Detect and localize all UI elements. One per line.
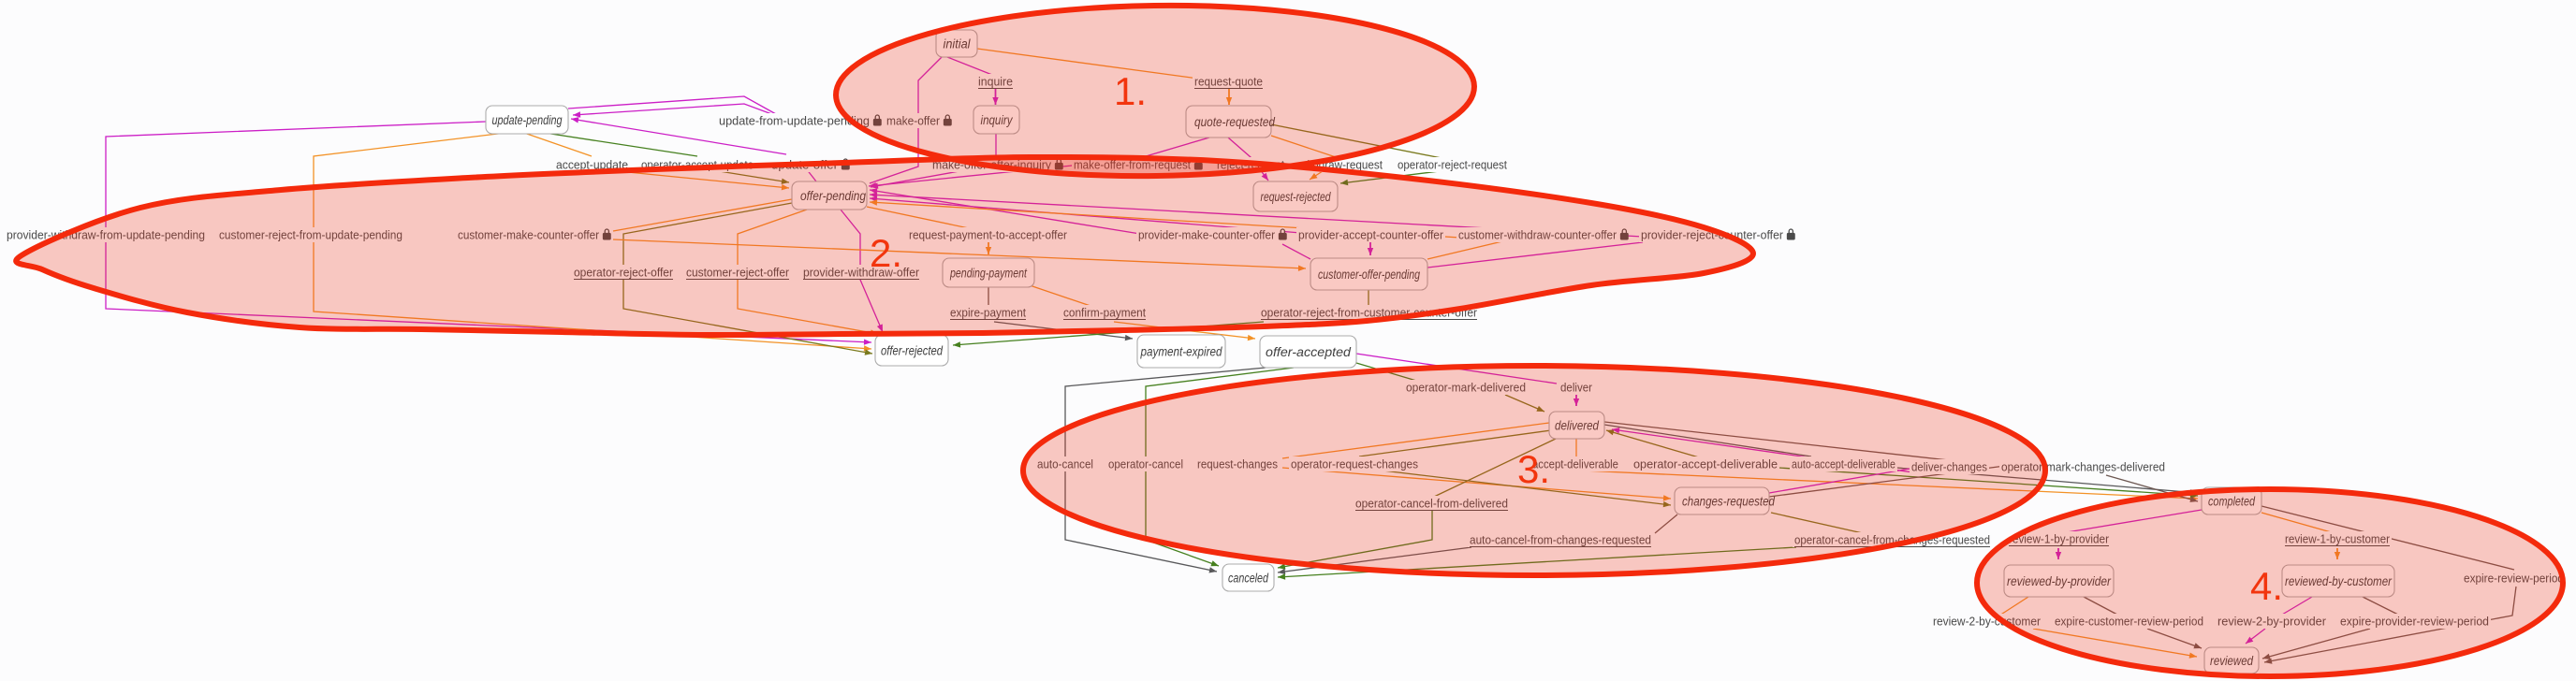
svg-text:inquiry: inquiry [981, 113, 1014, 127]
svg-text:initial: initial [944, 36, 972, 51]
svg-text:provider-make-counter-offer: provider-make-counter-offer [1138, 228, 1276, 242]
svg-text:deliver: deliver [1560, 381, 1593, 395]
svg-text:expire-customer-review-period: expire-customer-review-period [2055, 615, 2203, 629]
svg-text:request-payment-to-accept-offe: request-payment-to-accept-offer [909, 228, 1068, 242]
svg-text:make-offer: make-offer [886, 114, 941, 128]
svg-text:payment-expired: payment-expired [1140, 344, 1222, 358]
svg-text:expire-payment: expire-payment [950, 306, 1026, 320]
svg-text:provider-withdraw-offer: provider-withdraw-offer [803, 266, 920, 280]
svg-text:provider-accept-counter-offer: provider-accept-counter-offer [1298, 228, 1444, 242]
svg-text:operator-cancel: operator-cancel [1108, 457, 1183, 471]
svg-text:auto-accept-deliverable: auto-accept-deliverable [1792, 457, 1895, 471]
svg-text:reviewed-by-provider: reviewed-by-provider [2007, 574, 2111, 588]
svg-text:provider-reject-counter-offer: provider-reject-counter-offer [1641, 228, 1784, 242]
svg-text:request-quote: request-quote [1194, 75, 1263, 89]
svg-text:offer-pending: offer-pending [800, 189, 866, 203]
svg-text:reviewed-by-customer: reviewed-by-customer [2285, 574, 2392, 588]
svg-text:customer-reject-offer: customer-reject-offer [686, 266, 790, 280]
svg-text:request-changes: request-changes [1197, 457, 1278, 471]
svg-text:deliver-changes: deliver-changes [1911, 460, 1987, 474]
svg-text:inquire: inquire [978, 75, 1013, 89]
svg-text:operator-accept-deliverable: operator-accept-deliverable [1633, 457, 1778, 471]
svg-text:delivered: delivered [1555, 418, 1599, 432]
svg-text:customer-reject-from-update-pe: customer-reject-from-update-pending [219, 228, 402, 242]
svg-text:operator-mark-delivered: operator-mark-delivered [1406, 381, 1526, 395]
svg-text:accept-update: accept-update [556, 158, 628, 172]
svg-text:offer-rejected: offer-rejected [881, 343, 943, 357]
svg-text:review-1-by-customer: review-1-by-customer [2285, 532, 2391, 546]
svg-text:request-rejected: request-rejected [1261, 190, 1331, 204]
svg-text:4.: 4. [2250, 564, 2283, 608]
svg-text:canceled: canceled [1228, 571, 1268, 585]
svg-text:completed: completed [2208, 494, 2255, 508]
svg-text:quote-requested: quote-requested [1194, 115, 1275, 129]
svg-text:customer-offer-pending: customer-offer-pending [1318, 268, 1420, 282]
svg-text:review-2-by-provider: review-2-by-provider [2217, 615, 2327, 629]
svg-text:operator-request-changes: operator-request-changes [1291, 457, 1418, 471]
svg-text:update-pending: update-pending [492, 113, 563, 127]
svg-text:reviewed: reviewed [2210, 654, 2253, 668]
svg-text:changes-requested: changes-requested [1682, 494, 1775, 508]
svg-text:expire-review-period: expire-review-period [2464, 572, 2564, 586]
svg-text:update-from-update-pending: update-from-update-pending [719, 114, 870, 128]
svg-text:review-1-by-provider: review-1-by-provider [2009, 532, 2110, 546]
svg-text:1.: 1. [1114, 69, 1147, 113]
svg-text:operator-cancel-from-delivered: operator-cancel-from-delivered [1355, 497, 1508, 511]
svg-text:customer-withdraw-counter-offe: customer-withdraw-counter-offer [1458, 228, 1617, 242]
svg-text:operator-reject-request: operator-reject-request [1398, 158, 1507, 172]
svg-text:review-2-by-customer: review-2-by-customer [1933, 615, 2042, 629]
svg-text:customer-make-counter-offer: customer-make-counter-offer [458, 228, 600, 242]
svg-text:auto-cancel: auto-cancel [1037, 457, 1093, 471]
svg-text:2.: 2. [870, 231, 902, 275]
svg-text:auto-cancel-from-changes-reque: auto-cancel-from-changes-requested [1470, 533, 1651, 547]
svg-text:3.: 3. [1517, 447, 1550, 491]
svg-text:operator-reject-offer: operator-reject-offer [574, 266, 674, 280]
svg-text:confirm-payment: confirm-payment [1063, 306, 1146, 320]
svg-text:accept-deliverable: accept-deliverable [1532, 457, 1618, 471]
svg-text:offer-accepted: offer-accepted [1266, 345, 1352, 359]
svg-text:pending-payment: pending-payment [949, 266, 1028, 280]
svg-text:expire-provider-review-period: expire-provider-review-period [2340, 615, 2489, 629]
